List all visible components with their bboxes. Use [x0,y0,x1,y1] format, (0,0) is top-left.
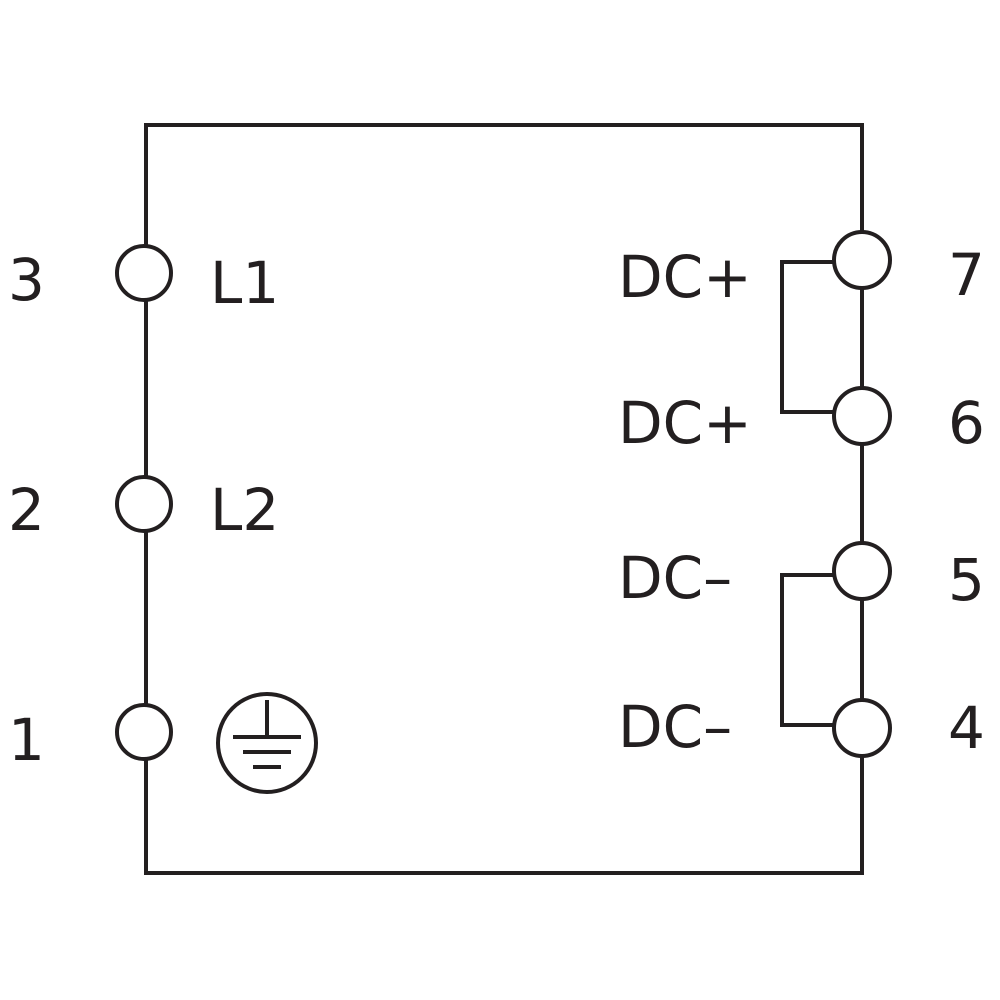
terminal-1 [115,703,173,761]
housing-outline [144,123,864,875]
terminal-number-3: 3 [8,246,45,314]
terminal-label-l2: L2 [210,476,279,544]
terminal-label-dc-minus-4: DC– [618,693,732,761]
terminal-number-6: 6 [948,389,985,457]
terminal-number-2: 2 [8,476,45,544]
terminal-label-l1: L1 [210,249,279,317]
terminal-3 [115,244,173,302]
terminal-number-4: 4 [948,694,985,762]
terminal-number-7: 7 [948,241,985,309]
protective-earth-icon [216,692,318,794]
terminal-number-1: 1 [8,706,45,774]
terminal-number-5: 5 [948,546,985,614]
jumper-dc-plus [780,260,834,414]
terminal-6 [832,386,892,446]
terminal-label-dc-plus-7: DC+ [618,243,752,311]
jumper-dc-minus [780,573,834,727]
terminal-5 [832,541,892,601]
terminal-4 [832,698,892,758]
terminal-7 [832,230,892,290]
terminal-label-dc-plus-6: DC+ [618,389,752,457]
terminal-2 [115,475,173,533]
terminal-label-dc-minus-5: DC– [618,544,732,612]
